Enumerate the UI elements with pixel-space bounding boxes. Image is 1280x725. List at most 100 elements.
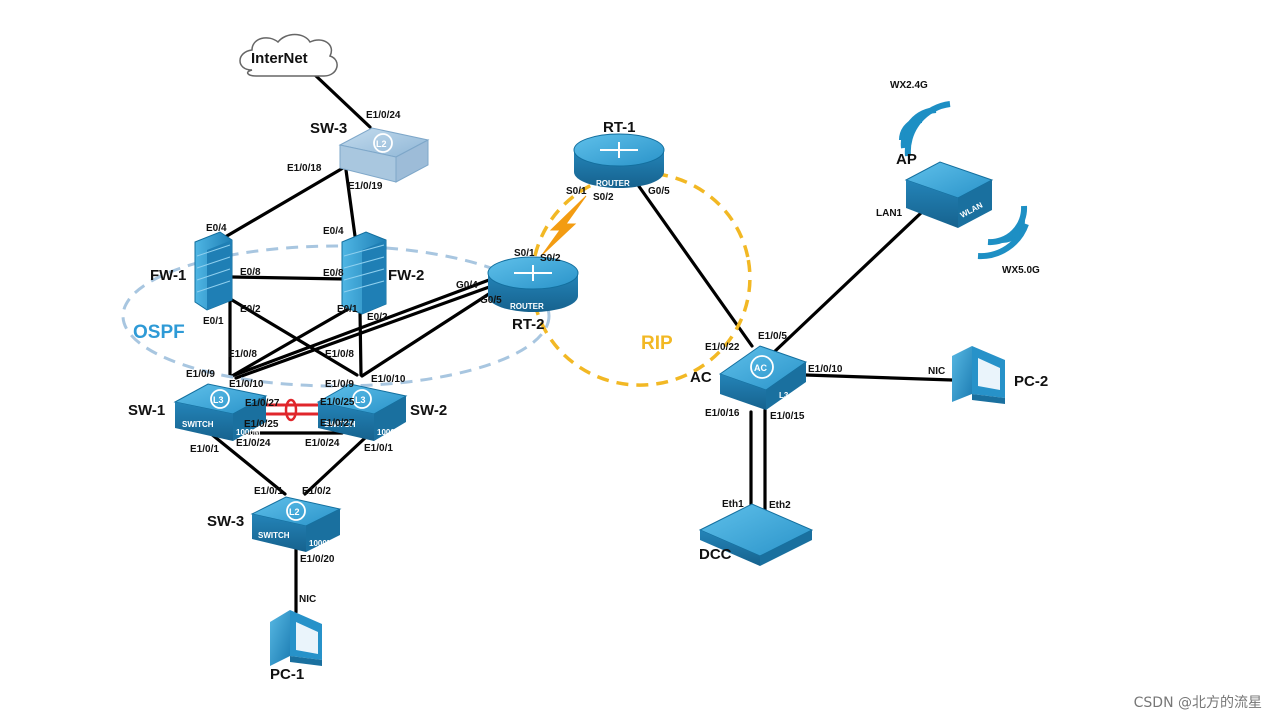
sw3-bottom-switch-icon[interactable]: L2 SWITCH 1000M bbox=[250, 496, 342, 552]
label-sw3-top: SW-3 bbox=[310, 120, 347, 137]
icon-plate-label: L3 bbox=[213, 395, 224, 405]
port-label: E0/1 bbox=[203, 316, 224, 327]
port-label: S0/1 bbox=[566, 186, 587, 197]
port-label: E1/0/10 bbox=[808, 364, 843, 375]
icon-plate-label: ROUTER bbox=[596, 179, 630, 188]
port-label: E1/0/8 bbox=[325, 349, 354, 360]
ospf-label: OSPF bbox=[133, 322, 185, 343]
port-label: E1/0/9 bbox=[325, 379, 354, 390]
link-rt2-sw1-a bbox=[230, 278, 491, 378]
port-label: E0/2 bbox=[367, 312, 388, 323]
fw1-firewall-icon[interactable] bbox=[194, 231, 233, 311]
icon-plate-label: L3 bbox=[355, 395, 366, 405]
label-ac: AC bbox=[690, 369, 712, 386]
link-rt2-sw2 bbox=[360, 288, 497, 378]
link-fw2-sw2 bbox=[358, 309, 363, 377]
label-rt1: RT-1 bbox=[603, 119, 636, 136]
label-ap: AP bbox=[896, 151, 917, 168]
port-label: E1/0/22 bbox=[705, 342, 740, 353]
ac-controller-icon[interactable]: AC L3 bbox=[718, 345, 808, 410]
link-sw3-fw1 bbox=[218, 166, 345, 242]
label-pc2: PC-2 bbox=[1014, 373, 1048, 390]
device-labels: SW-3 FW-1 FW-2 SW-1 SW-2 SW-3 PC-1 RT-1 … bbox=[128, 119, 1048, 683]
icon-plate-label: L2 bbox=[376, 139, 387, 149]
icon-plate-label: 1000M bbox=[309, 539, 334, 548]
icon-plate-label: SWITCH bbox=[182, 420, 214, 429]
link-ac-pc2 bbox=[804, 373, 954, 382]
wifi-5g-icon bbox=[977, 205, 1029, 260]
icon-plate-label: 1000M bbox=[236, 428, 261, 437]
fw2-firewall-icon[interactable] bbox=[341, 231, 387, 315]
ap-access-point-icon[interactable]: WLAN bbox=[904, 8, 994, 228]
port-label: S0/1 bbox=[514, 248, 535, 259]
link-sw2-sw3 bbox=[303, 436, 367, 496]
link-internet-sw3 bbox=[313, 73, 372, 129]
dcc-server-icon[interactable] bbox=[698, 503, 814, 566]
label-rt2: RT-2 bbox=[512, 316, 545, 333]
links bbox=[208, 73, 954, 614]
rt1-router-icon[interactable]: ROUTER bbox=[573, 133, 665, 188]
port-label: E1/0/9 bbox=[186, 369, 215, 380]
port-label: E1/0/16 bbox=[705, 408, 740, 419]
port-labels: E1/0/24 E1/0/18 E1/0/19 E0/4 E0/8 E0/2 E… bbox=[186, 80, 1040, 605]
port-label: E1/0/24 bbox=[236, 438, 271, 449]
port-label: E0/8 bbox=[240, 267, 261, 278]
port-label: WX5.0G bbox=[1002, 265, 1040, 276]
link-fw1-fw2 bbox=[230, 275, 347, 281]
rt2-router-icon[interactable]: ROUTER bbox=[487, 256, 579, 312]
label-sw2: SW-2 bbox=[410, 402, 447, 419]
internet-label: InterNet bbox=[251, 50, 308, 67]
port-label: E1/0/20 bbox=[300, 554, 335, 565]
label-pc1: PC-1 bbox=[270, 666, 304, 683]
port-label: E1/0/10 bbox=[371, 374, 406, 385]
port-label: E1/0/1 bbox=[254, 486, 283, 497]
port-label: G0/5 bbox=[648, 186, 670, 197]
sw3-top-switch-icon[interactable]: L2 bbox=[338, 127, 430, 183]
port-label: E1/0/24 bbox=[305, 438, 340, 449]
icon-plate-label: ROUTER bbox=[510, 302, 544, 311]
port-label: E0/2 bbox=[240, 304, 261, 315]
port-label: G0/5 bbox=[480, 295, 502, 306]
port-label: E1/0/25 bbox=[320, 397, 355, 408]
sw2-switch-icon[interactable]: L3 SWITCH 1000M bbox=[316, 383, 408, 441]
port-label: Eth1 bbox=[722, 499, 744, 510]
label-sw3-bottom: SW-3 bbox=[207, 513, 244, 530]
port-label: E0/1 bbox=[337, 304, 358, 315]
watermark: CSDN @北方的流星 bbox=[1133, 695, 1262, 711]
port-label: NIC bbox=[299, 594, 316, 605]
icon-plate-label: AC bbox=[754, 363, 767, 373]
port-label: E1/0/18 bbox=[287, 163, 322, 174]
pc2-computer-icon[interactable] bbox=[952, 346, 1005, 404]
label-dcc: DCC bbox=[699, 546, 732, 563]
icon-plate-label: 1000M bbox=[377, 428, 402, 437]
port-label: E1/0/27 bbox=[320, 418, 355, 429]
port-label: Eth2 bbox=[769, 500, 791, 511]
port-label: E0/4 bbox=[206, 223, 227, 234]
icon-plate-label: SWITCH bbox=[258, 531, 290, 540]
link-fw1-sw2 bbox=[230, 298, 359, 377]
port-label: LAN1 bbox=[876, 208, 903, 219]
port-label: E1/0/1 bbox=[364, 443, 393, 454]
link-rt1-ac bbox=[636, 183, 754, 348]
port-label: E1/0/24 bbox=[366, 110, 401, 121]
port-label: E0/8 bbox=[323, 268, 344, 279]
internet-cloud: InterNet bbox=[239, 33, 338, 77]
port-label: E0/4 bbox=[323, 226, 344, 237]
port-label: E1/0/10 bbox=[229, 379, 264, 390]
link-rt2-sw1-b bbox=[234, 284, 494, 380]
icon-plate-label: L3 bbox=[779, 391, 789, 400]
label-fw1: FW-1 bbox=[150, 267, 186, 284]
label-fw2: FW-2 bbox=[388, 267, 424, 284]
port-label: E1/0/8 bbox=[228, 349, 257, 360]
label-sw1: SW-1 bbox=[128, 402, 165, 419]
port-label: E1/0/25 bbox=[244, 419, 279, 430]
rip-label: RIP bbox=[641, 333, 673, 354]
port-label: E1/0/19 bbox=[348, 181, 383, 192]
pc1-computer-icon[interactable] bbox=[270, 610, 322, 666]
port-label: NIC bbox=[928, 366, 945, 377]
port-label: S0/2 bbox=[593, 192, 614, 203]
sw1-switch-icon[interactable]: L3 SWITCH 1000M bbox=[173, 383, 268, 441]
link-fw2-sw1 bbox=[230, 306, 352, 378]
port-label: E1/0/1 bbox=[190, 444, 219, 455]
